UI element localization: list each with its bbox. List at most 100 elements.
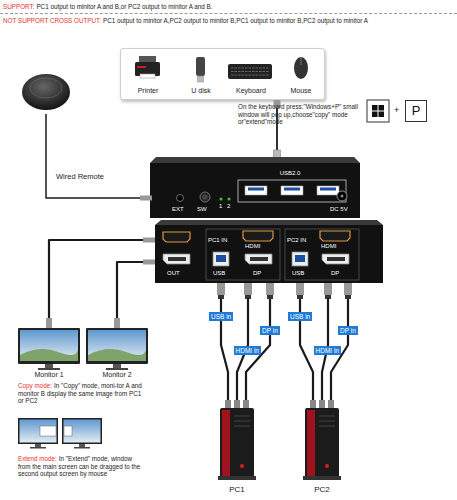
device-label: U disk [176, 87, 226, 95]
pc-label: PC2 [297, 486, 347, 495]
text-line: Copy mode:In "Copy" mode, moni-tor A and… [18, 382, 143, 405]
port-label: USB [292, 270, 304, 277]
cable-plug [46, 318, 52, 328]
cable-connector [221, 283, 228, 408]
device-label: Keyboard [226, 87, 276, 95]
monitor-illustration [18, 328, 148, 370]
windows-key [372, 112, 378, 118]
pc-tower-illustration [307, 410, 315, 476]
cable-plug [345, 295, 351, 299]
extend-mode-illustration [20, 420, 57, 443]
cable-plug [218, 295, 224, 299]
device-label: Printer [123, 87, 173, 95]
pc-tower-illustration [319, 416, 335, 426]
port-label: 2 [227, 203, 230, 210]
warning-heading: NOT SUPPORT CROSS OUTPUT: [3, 17, 101, 24]
windows-key [379, 112, 385, 118]
monitor-label: Monitor 1 [18, 371, 80, 379]
extend-mode-illustration [74, 447, 90, 449]
pc-tower: PC2 [297, 408, 347, 498]
extend-mode-illustration [18, 418, 58, 444]
port-label: DP [253, 270, 261, 277]
cable-connector [49, 240, 155, 328]
pc-tower-illustration [325, 464, 329, 468]
port-label: 1 [219, 203, 222, 210]
pc-tower-illustration [305, 408, 339, 478]
text-line: Extend mode:In "Extend" mode, window fro… [18, 455, 143, 478]
cable-plug [324, 283, 332, 295]
warning-note: PC1 output to minitor A,PC2 output to mi… [103, 17, 368, 24]
cable-plug [267, 295, 273, 299]
plus-sign: + [394, 105, 399, 116]
monitor-illustration [18, 328, 80, 364]
remote-label: Wired Remote [56, 173, 104, 181]
cable-plug [217, 283, 225, 295]
device-label: Mouse [276, 87, 326, 95]
port-label: PC1 IN [208, 237, 227, 244]
instruction-note: On the keyboard press:"Windows+P" small … [238, 103, 363, 126]
extend-mode-illustration [79, 444, 85, 447]
port-label: USB2.0 [270, 170, 310, 177]
monitor-illustration [20, 330, 78, 361]
remote-puck [30, 78, 62, 98]
cable-plug [328, 400, 334, 408]
support-heading: SUPPORT: [3, 3, 34, 10]
separator-line [0, 13, 457, 14]
pc-tower: PC1 [212, 408, 262, 498]
mode-heading: Copy mode: [18, 382, 52, 389]
cable-plug [143, 260, 155, 265]
monitor-illustration [106, 368, 128, 370]
monitor-illustration [38, 368, 60, 370]
cable-plug [244, 283, 252, 295]
monitor-illustration [86, 328, 148, 364]
cable-connector [300, 283, 313, 408]
extend-mode-illustration [30, 447, 46, 449]
cable-tag: USB in [209, 312, 233, 321]
cable-plug [234, 400, 240, 408]
port-label: HDMI [321, 243, 336, 250]
cable-tag: HDMI in [314, 346, 341, 355]
cable-plug [297, 295, 303, 299]
monitor: Monitor 2 [86, 328, 148, 380]
usb-plug [274, 150, 281, 160]
text-line: NOT SUPPORT CROSS OUTPUT:PC1 output to m… [3, 17, 455, 25]
extend-mode-illustration [64, 420, 101, 443]
pc-tower-illustration [234, 416, 250, 426]
peripheral-tray: PrinterU diskKeyboardMouse [120, 48, 325, 100]
pc-tower-illustration [218, 476, 256, 480]
cable-tag: USB in [288, 312, 312, 321]
cable-plug [143, 238, 155, 243]
pc-tower-illustration [303, 476, 341, 480]
key-letter: P [406, 104, 426, 118]
extend-mode-illustration [62, 418, 102, 444]
mode-heading: Extend mode: [18, 455, 57, 462]
extend-mode-illustration [18, 418, 102, 449]
rear-panel: EXT SW 12 USB2.0 DC 5V [150, 163, 360, 218]
windows-key [367, 100, 389, 122]
cable-plug [225, 400, 231, 408]
pc-label: PC1 [212, 486, 262, 495]
support-note: PC1 output to minitor A and B,or PC2 out… [36, 3, 212, 10]
monitor-illustration [88, 349, 146, 361]
pc-tower-illustration [240, 464, 244, 468]
windows-key [379, 105, 385, 111]
monitor: Monitor 1 [18, 328, 80, 380]
port-label: DC 5V [330, 206, 348, 213]
cable-tag: DP in [260, 326, 280, 335]
port-label: PC2 IN [287, 237, 306, 244]
cable-connector [117, 262, 155, 328]
extend-mode-illustration [64, 426, 72, 436]
monitor-illustration [113, 364, 121, 368]
port-label: OUT [167, 270, 180, 277]
cable-connector [46, 114, 150, 198]
pc-tower-illustration [222, 410, 230, 476]
port-label: EXT [172, 206, 184, 213]
monitor-illustration [88, 330, 146, 361]
pc-tower-illustration [218, 408, 341, 480]
port-label: SW [197, 206, 207, 213]
remote-puck [22, 74, 70, 110]
cable-plug [310, 400, 316, 408]
cable-plug [325, 295, 331, 299]
front-panel: OUTPC1 INHDMIUSBDPPC2 INHDMIUSBDP [155, 225, 383, 283]
